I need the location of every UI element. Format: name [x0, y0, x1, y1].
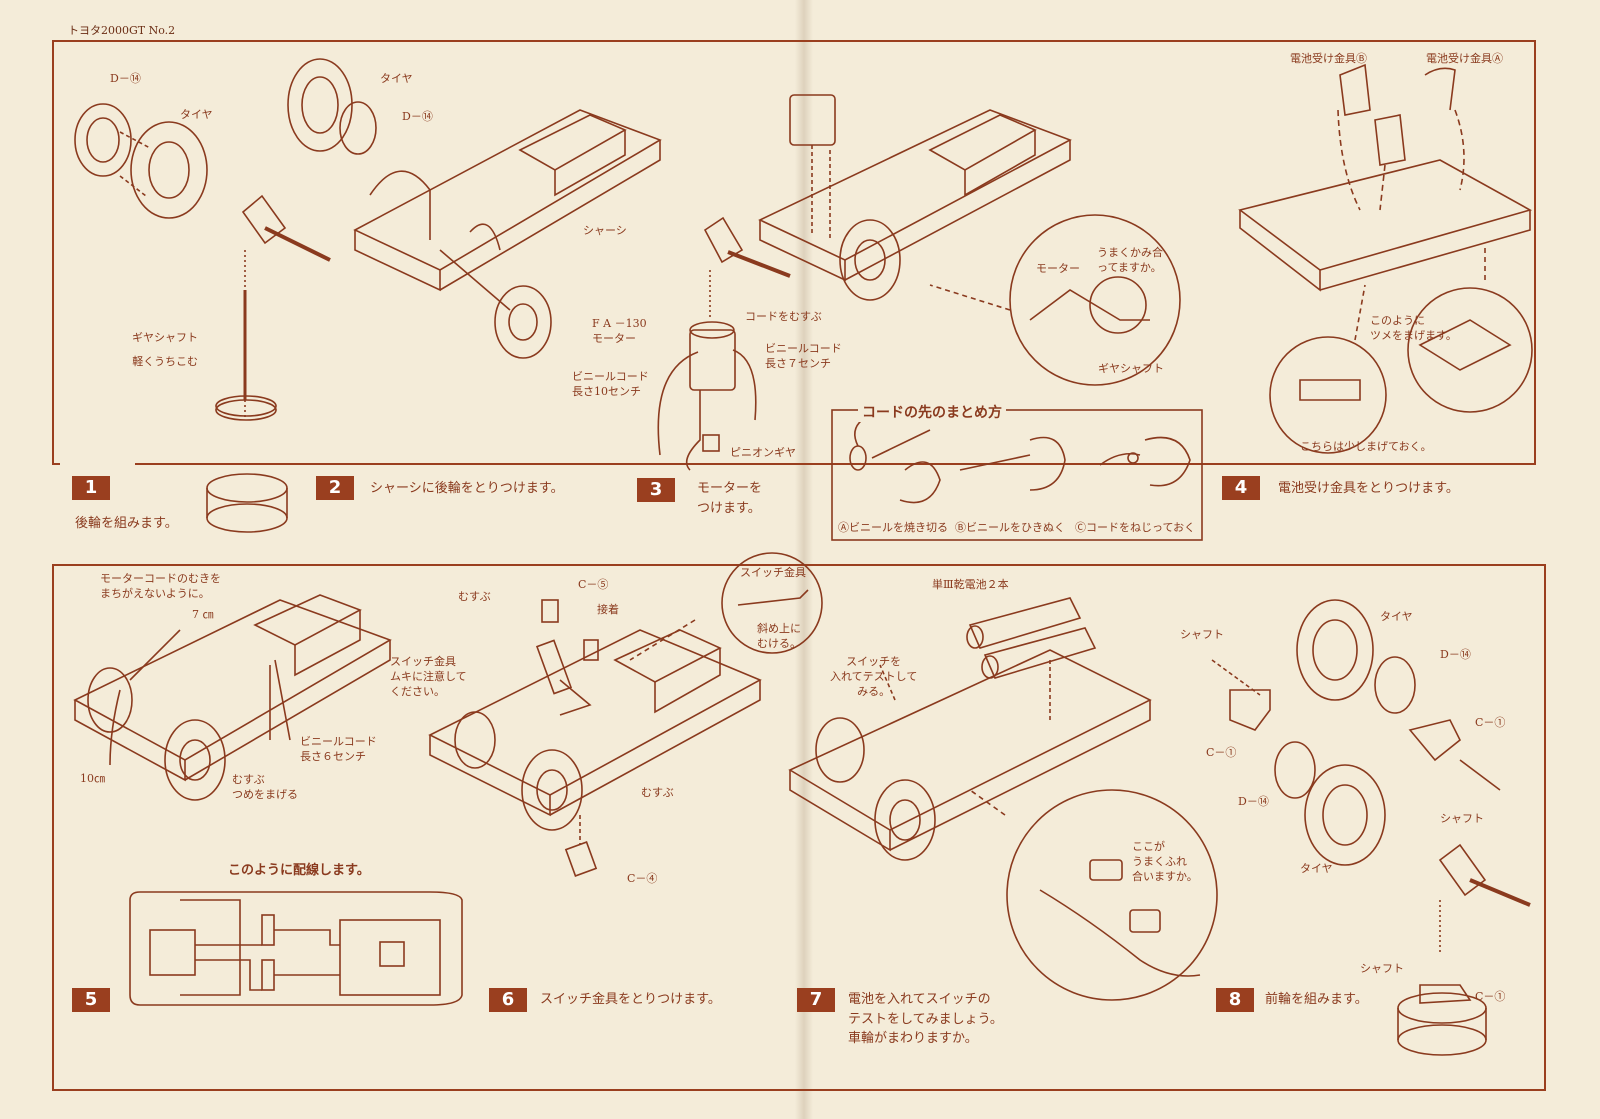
s8-tire2-label: タイヤ [1300, 862, 1333, 875]
step5-wiring-diagram [129, 891, 463, 1006]
cord-box-frame [831, 409, 1203, 541]
s6-tie1-label: むすぶ [458, 590, 491, 603]
s5-7cm-label: 7 ㎝ [192, 608, 214, 621]
step-3-badge: 3 [637, 478, 675, 502]
s5-10cm-label: 10㎝ [80, 772, 105, 785]
step-1-badge: 1 [72, 476, 110, 500]
s3-pinion-label: ピニオンギヤ [730, 446, 796, 459]
step4-battery-fitting-illustration [1238, 63, 1533, 454]
step-2-caption: シャーシに後輪をとりつけます。 [370, 481, 564, 496]
cord-box-hands-illustration [849, 419, 1191, 504]
step1-hammer-gear-illustration [206, 194, 331, 533]
bottom-panel-frame [52, 564, 1546, 1091]
step8-front-wheel-illustration [1211, 599, 1531, 1056]
s3-mesh-label: うまくかみ合 ってますか。 [1097, 246, 1163, 274]
s5-cord6-label: ビニールコード 長さ６センチ [300, 735, 377, 763]
s7-battery-label: 単Ⅲ乾電池２本 [932, 578, 1009, 591]
step-8-caption: 前輪を組みます。 [1265, 992, 1368, 1007]
s1-d14-label: D－⑭ [110, 72, 141, 85]
s3-motor2-label: モーター [1036, 262, 1080, 275]
s6-bubble-note: 斜め上に むける。 [757, 622, 801, 650]
step-3-caption: モーターを つけます。 [697, 481, 763, 516]
s4-fitting-a-label: 電池受け金具Ⓐ [1426, 52, 1503, 65]
s5-wiring-title: このように配線します。 [228, 863, 370, 878]
step7-battery-test-illustration [788, 597, 1218, 1001]
step5-chassis-wiring-illustration [73, 594, 392, 801]
s6-c5-label: C－⑤ [578, 578, 609, 591]
step-4-caption: 電池受け金具をとりつけます。 [1278, 481, 1459, 496]
s8-shaft2-label: シャフト [1440, 812, 1484, 825]
s3-cord10-label: ビニールコード 長さ10センチ [572, 370, 649, 398]
step-6-caption: スイッチ金具をとりつけます。 [540, 992, 721, 1007]
s1-tire-label: タイヤ [180, 108, 213, 121]
s7-contact-label: ここが うまくふれ 合いますか。 [1132, 840, 1198, 883]
s7-test-label: スイッチを 入れてテストして みる。 [830, 655, 918, 698]
page-fold [795, 0, 813, 1119]
s8-tire1-label: タイヤ [1380, 610, 1413, 623]
step-7-badge: 7 [797, 988, 835, 1012]
s6-c4-label: C－④ [627, 872, 658, 885]
s2-tire-label: タイヤ [380, 72, 413, 85]
s8-shaft1-label: シャフト [1180, 628, 1224, 641]
step-5-badge: 5 [72, 988, 110, 1012]
step2-chassis-illustration [287, 58, 662, 359]
s8-c1c-label: C－① [1475, 990, 1506, 1003]
s3-tie-label: コードをむすぶ [745, 310, 822, 323]
step3-chassis-illustration [758, 94, 1181, 386]
step-6-badge: 6 [489, 988, 527, 1012]
s3-cord7-label: ビニールコード 長さ７センチ [765, 342, 842, 370]
step-1-caption: 後輪を組みます。 [75, 516, 178, 531]
s2-d14-label: D－⑭ [402, 110, 433, 123]
step-8-badge: 8 [1216, 988, 1254, 1012]
step-7-caption: 電池を入れてスイッチの テストをしてみましょう。 車輪がまわりますか。 [848, 992, 1003, 1046]
cord-box-step-b: Ⓑビニールをひきぬく [955, 521, 1065, 534]
step6-switch-chassis-illustration [428, 552, 823, 877]
s3-gearshaft-label: ギヤシャフト [1098, 362, 1164, 375]
s6-bubble-title: スイッチ金具 [740, 566, 806, 579]
cord-box-step-a: Ⓐビニールを焼き切る [838, 521, 948, 534]
s6-tie2-label: むすぶ [641, 786, 674, 799]
s8-d14b-label: D－⑭ [1238, 795, 1269, 808]
cord-box-step-c: Ⓒコードをねじっておく [1075, 521, 1196, 534]
cord-box-title: コードの先のまとめ方 [858, 402, 1006, 422]
s8-d14a-label: D－⑭ [1440, 648, 1471, 661]
s1-gearshaft-label: ギヤシャフト 軽くうちこむ [132, 331, 198, 369]
s4-bend-little-label: こちらは少しまげておく。 [1300, 440, 1432, 453]
s4-bend-label: このように ツメをまげます。 [1370, 314, 1457, 342]
s6-switch-label: スイッチ金具 ムキに注意して ください。 [390, 655, 467, 698]
s3-motor-label: F A －130 モーター [592, 317, 647, 345]
step-2-badge: 2 [316, 476, 354, 500]
step3-motor-illustration [657, 216, 791, 471]
s6-glue-label: 接着 [597, 603, 619, 616]
s8-c1a-label: C－① [1475, 716, 1506, 729]
document-header: トヨタ2000GT No.2 [68, 24, 176, 37]
step-4-badge: 4 [1222, 476, 1260, 500]
top-panel-frame [52, 40, 1536, 465]
s8-c1b-label: C－① [1206, 746, 1237, 759]
s2-chassis-label: シャーシ [583, 224, 627, 237]
s8-shaft3-label: シャフト [1360, 962, 1404, 975]
s4-fitting-b-label: 電池受け金具Ⓑ [1290, 52, 1367, 65]
s5-tie-label: むすぶ つめをまげる [232, 773, 298, 801]
s5-direction-label: モーターコードのむきを まちがえないように。 [100, 572, 221, 600]
step1-hub-tire-illustration [74, 103, 208, 219]
